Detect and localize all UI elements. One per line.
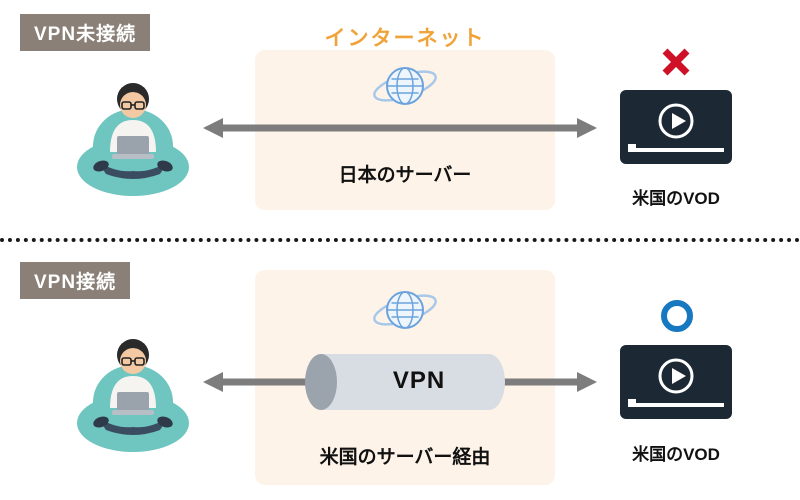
globe-icon — [373, 67, 437, 105]
vpn-tunnel-cylinder — [305, 354, 505, 410]
person-laptop-illustration — [77, 339, 189, 452]
globe-icon — [373, 291, 437, 329]
vod-caption-top: 米国のVOD — [632, 189, 720, 208]
vpn-tunnel-label: VPN — [392, 367, 446, 394]
person-laptop-illustration — [77, 83, 189, 196]
server-caption-bottom: 米国のサーバー経由 — [319, 447, 491, 468]
vod-caption-bottom: 米国のVOD — [632, 445, 720, 464]
video-player-icon — [620, 90, 732, 164]
section-divider — [0, 238, 800, 242]
internet-title: インターネット — [324, 27, 486, 50]
section-badge-vpn-connected: VPN接続 — [20, 262, 131, 299]
video-player-icon — [620, 345, 732, 419]
server-caption-top: 日本のサーバー — [338, 165, 472, 186]
cross-icon — [662, 48, 690, 76]
section-badge-vpn-disconnected: VPN未接続 — [20, 14, 151, 51]
bidirectional-arrow — [203, 118, 597, 138]
circle-icon — [661, 300, 693, 332]
